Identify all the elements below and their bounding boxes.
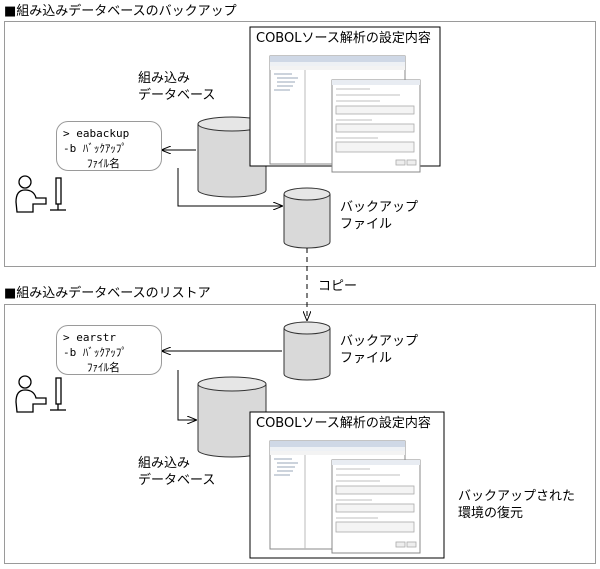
backup-file-cylinder [283, 187, 331, 249]
restore-database-cylinder [197, 376, 267, 458]
command-line: -b ﾊﾞｯｸｱｯﾌﾟ [63, 142, 127, 155]
command-line: -b ﾊﾞｯｸｱｯﾌﾟ [63, 346, 127, 359]
restore-file-label: バックアップ ファイル [340, 334, 419, 366]
command-line: ﾌｧｲﾙ名 [87, 157, 120, 170]
backup-user-icon [15, 175, 66, 213]
backup-screenshot-title: COBOLソース解析の設定内容 [256, 31, 431, 46]
backup-command-to-file-arrow [177, 168, 282, 206]
copy-label: コピー [318, 279, 358, 294]
backup-db-label: 組み込み データベース [138, 71, 216, 103]
restore-file-cylinder [283, 321, 331, 381]
restore-screenshot-title: COBOLソース解析の設定内容 [256, 416, 431, 431]
restore-user-icon [15, 375, 66, 413]
backup-file-label: バックアップ ファイル [340, 200, 419, 232]
backup-database-cylinder [197, 116, 267, 198]
command-line: > earstr [63, 331, 116, 344]
restore-section-title: ■組み込みデータベースのリストア [4, 286, 211, 301]
restore-command-box: > earstr -b ﾊﾞｯｸｱｯﾌﾟ ﾌｧｲﾙ名 [56, 325, 162, 375]
restore-result-label: バックアップされた 環境の復元 [458, 489, 576, 521]
command-line: > eabackup [63, 127, 130, 140]
restore-db-label: 組み込み データベース [138, 456, 216, 488]
backup-screenshot-thumbnail [269, 55, 421, 173]
backup-section-title: ■組み込みデータベースのバックアップ [4, 4, 237, 19]
restore-command-to-db-arrow [177, 370, 196, 420]
command-line: ﾌｧｲﾙ名 [87, 361, 120, 374]
backup-command-box: > eabackup -b ﾊﾞｯｸｱｯﾌﾟ ﾌｧｲﾙ名 [56, 121, 162, 171]
restore-screenshot-thumbnail [269, 440, 421, 554]
